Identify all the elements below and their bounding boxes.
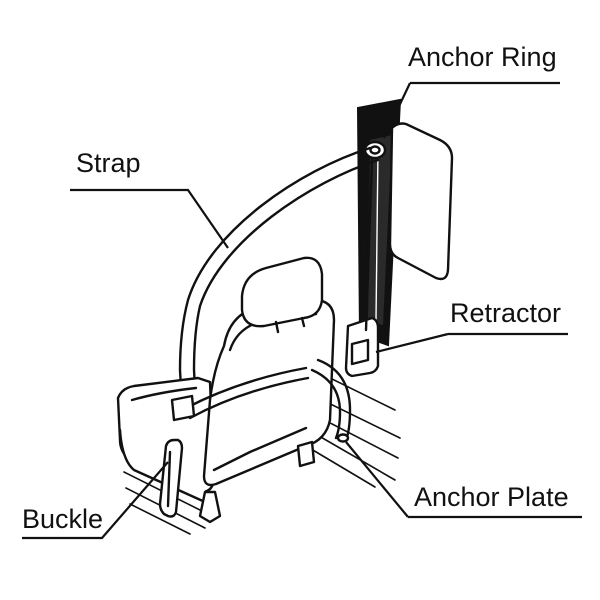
anchor-ring-part [363, 140, 387, 160]
label-anchor-ring: Anchor Ring [408, 42, 557, 72]
leader-anchor-plate [345, 441, 582, 519]
leader-anchor-ring [383, 81, 560, 139]
window-panel [388, 122, 454, 281]
headrest [240, 256, 324, 334]
retractor-part [344, 158, 380, 378]
buckle-part [158, 438, 184, 518]
label-retractor: Retractor [450, 298, 561, 328]
anchor-plate-part [310, 358, 352, 443]
lap-belt [170, 366, 310, 422]
leader-strap [70, 188, 229, 249]
strap-part [178, 146, 380, 407]
label-anchor-plate: Anchor Plate [414, 482, 569, 512]
leader-buckle [22, 461, 169, 540]
leader-retractor [375, 332, 568, 354]
label-strap: Strap [76, 148, 141, 178]
label-buckle: Buckle [22, 504, 103, 534]
leader-lines [22, 81, 582, 540]
seat-cushion-edge [130, 386, 316, 468]
